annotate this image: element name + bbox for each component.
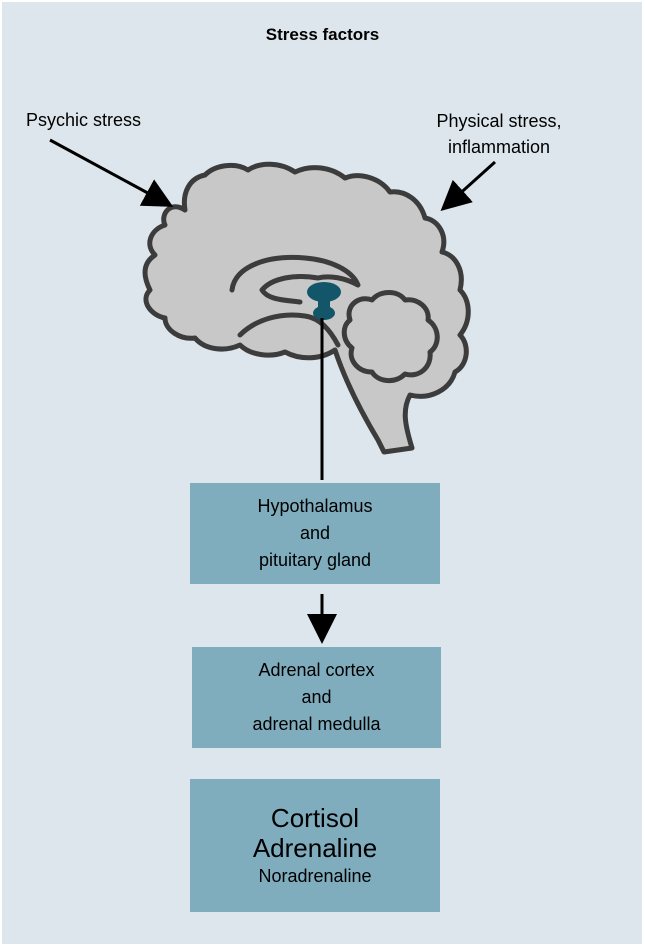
box-1-line-1: Hypothalamus bbox=[257, 493, 372, 520]
box-2-line-1: Adrenal cortex bbox=[258, 657, 374, 684]
box-1-line-3: pituitary gland bbox=[259, 547, 371, 574]
psychic-stress-arrow bbox=[50, 140, 168, 204]
hypothalamus-pituitary-box: Hypothalamus and pituitary gland bbox=[190, 483, 440, 584]
box-2-line-3: adrenal medulla bbox=[252, 711, 380, 738]
adrenaline-label: Adrenaline bbox=[253, 833, 377, 863]
adrenal-box: Adrenal cortex and adrenal medulla bbox=[192, 647, 441, 748]
box-2-line-2: and bbox=[301, 684, 331, 711]
noradrenaline-label: Noradrenaline bbox=[258, 863, 371, 889]
box-1-line-2: and bbox=[300, 520, 330, 547]
physical-stress-arrow bbox=[445, 162, 495, 207]
hormones-box: Cortisol Adrenaline Noradrenaline bbox=[190, 779, 440, 912]
cortisol-label: Cortisol bbox=[271, 803, 359, 833]
brain-cerebellum bbox=[344, 293, 437, 381]
